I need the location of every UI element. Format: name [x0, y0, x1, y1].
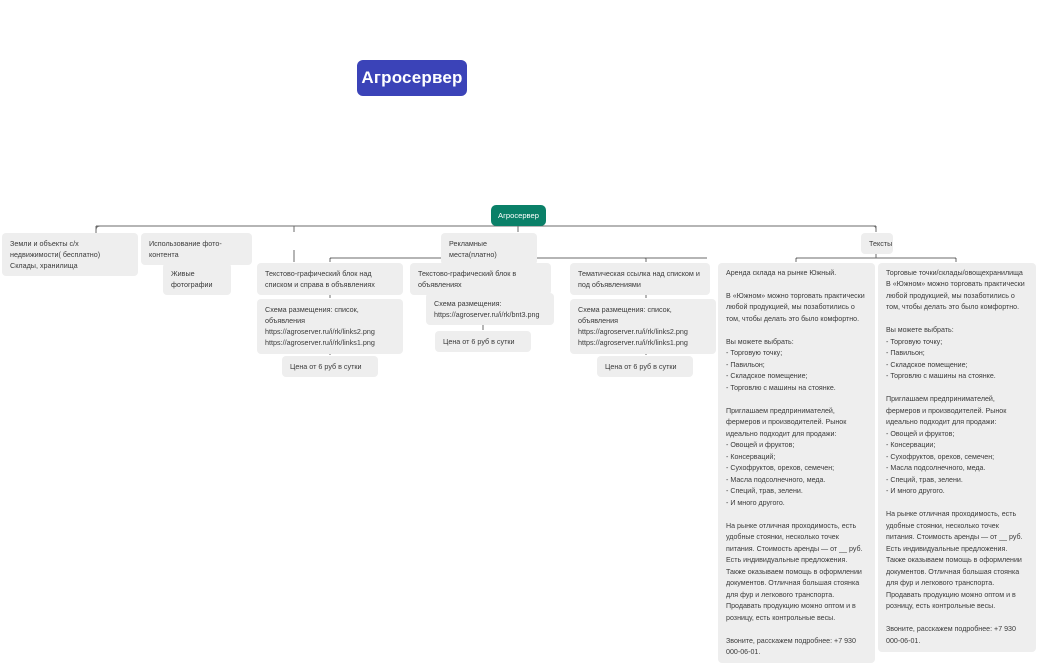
- corner-b3c3: [643, 257, 647, 262]
- node-ads-child-3[interactable]: Тематическая ссылка над списком и под об…: [570, 263, 710, 296]
- node-branch-land[interactable]: Земли и объекты с/х недвижимости( беспла…: [2, 233, 138, 277]
- node-ads-child-2[interactable]: Текстово-графический блок в объявлениях: [410, 263, 551, 296]
- page-title-banner: Агросервер: [357, 60, 467, 96]
- node-ads-child-1-scheme[interactable]: Схема размещения: список, объявления htt…: [257, 299, 403, 354]
- corner-b4c2: [953, 257, 957, 262]
- corner-b4: [872, 225, 877, 232]
- corner-b3c1: [329, 257, 333, 262]
- node-text-retail-storage[interactable]: Торговые точки/склады/овощехранилища В «…: [878, 263, 1036, 652]
- node-ads-child-2-scheme[interactable]: Схема размещения: https://agroserver.ru/…: [426, 293, 554, 326]
- node-ads-child-3-price[interactable]: Цена от 6 руб в сутки: [597, 356, 693, 378]
- node-branch-photo[interactable]: Использование фото-контента: [141, 233, 252, 266]
- node-ads-child-1[interactable]: Текстово-графический блок над списком и …: [257, 263, 403, 296]
- node-ads-child-2-price[interactable]: Цена от 6 руб в сутки: [435, 331, 531, 353]
- root-node[interactable]: Агросервер: [491, 205, 546, 226]
- corner-b1: [95, 225, 100, 232]
- node-live-photos[interactable]: Живые фотографии: [163, 263, 231, 296]
- connector-bus-left: [95, 225, 514, 233]
- mindmap-canvas: Агросервер Агросервер Земли и объекты с/…: [2, 60, 1036, 663]
- node-ads-child-3-scheme[interactable]: Схема размещения: список, объявления htt…: [570, 299, 716, 354]
- node-branch-ads[interactable]: Рекламные места(платно): [441, 233, 537, 266]
- node-text-warehouse-rent[interactable]: Аренда склада на рынке Южный. В «Южном» …: [718, 263, 875, 663]
- corner-b4c1: [795, 257, 799, 262]
- node-branch-texts[interactable]: Тексты: [861, 233, 893, 255]
- node-ads-child-1-price[interactable]: Цена от 6 руб в сутки: [282, 356, 378, 378]
